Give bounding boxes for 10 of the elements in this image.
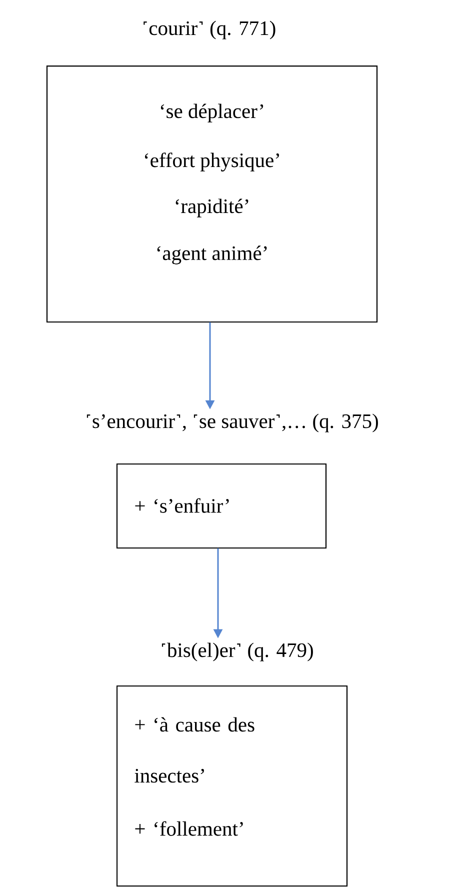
box-text: ‘effort physique’ (145, 152, 279, 172)
box-text: ‘agent animé’ (157, 246, 267, 264)
box-text: ‘se déplacer’ (160, 104, 264, 122)
heading: ˹courir˺ (q. 771) (144, 20, 276, 40)
box-text: ‘rapidité’ (176, 198, 248, 218)
box-text: + ‘à cause des insectes’ (134, 717, 254, 783)
heading: ˹bis(el)er˺ (q. 479) (162, 642, 313, 662)
heading: ˹s’encourir˺, ˹se sauver˺,… (q. 375) (86, 414, 378, 432)
box-text: + ‘s’enfuir’ (135, 498, 229, 513)
box-text: + ‘follement’ (135, 821, 243, 836)
